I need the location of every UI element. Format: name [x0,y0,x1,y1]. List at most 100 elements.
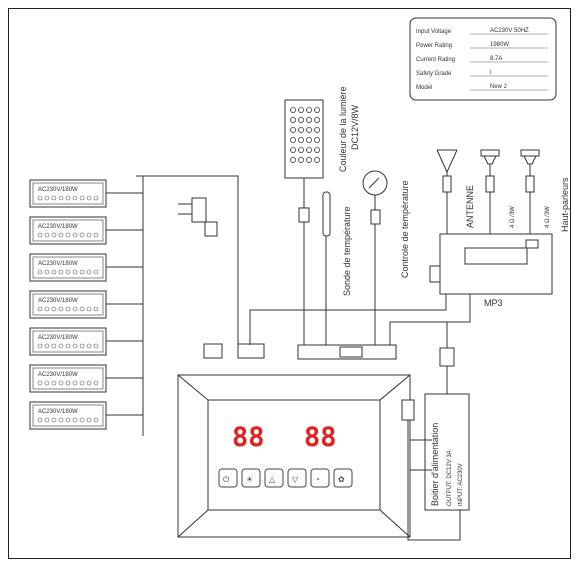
light-icon: ☀ [246,475,253,484]
heater-box [29,327,107,356]
heater-element [58,232,64,238]
led-dot [313,136,320,143]
psu-output: OUTPUT: DC12V 3A [447,450,453,506]
led-dot [305,107,312,114]
mp3-bus-wire [389,294,471,345]
heater-element [86,343,92,349]
up-icon: △ [269,475,276,484]
key-power-icon[interactable]: ⏻ [218,468,238,488]
led-dot [313,146,320,153]
down-icon: ▽ [292,475,299,484]
diagram-border [8,8,571,559]
heater-element [79,306,85,312]
led-dot [313,156,320,163]
heater-element [58,417,64,423]
heater-element [37,380,43,386]
control-panel-outer [177,374,411,538]
antenna-connector [442,175,452,193]
heater-element [65,306,71,312]
heater-element [86,269,92,275]
heater-element [37,195,43,201]
psu-input: INPUT: AC230V [458,463,464,506]
display-right: 88 [304,422,337,453]
heater-inner [32,293,104,316]
speaker-1-connector [485,175,495,193]
rating-value: 8.7A [490,56,502,62]
heater-element [86,232,92,238]
speaker-2-cone [523,155,537,165]
key-up-icon[interactable]: △ [264,468,284,488]
temp-probe-label: Sonde de température [342,206,352,296]
heater-element [51,306,57,312]
heater-6: AC230V/180W [29,364,143,393]
led-dot [297,117,304,124]
led-dot [313,107,320,114]
panel-psu-link [410,439,432,471]
heater-element [72,343,78,349]
heater-element [65,343,71,349]
heater-1: AC230V/180W [29,179,143,208]
led-dot [313,127,320,134]
heater-element [37,417,43,423]
heater-element [86,306,92,312]
heater-spec: AC230V/180W [38,261,78,267]
rating-value: I [490,70,492,76]
heater-element [72,306,78,312]
heater-element [65,195,71,201]
heater-spec: AC230V/180W [38,298,78,304]
heater-box [29,216,107,245]
plug-pins [178,203,192,215]
panel-bevel [177,374,411,538]
plug-cable-grip [204,221,218,237]
speaker-1-top [480,149,500,157]
heater-element [58,343,64,349]
key-down-icon[interactable]: ▽ [287,468,307,488]
key-frame [287,468,307,488]
heater-element [51,232,57,238]
heater-element [79,195,85,201]
key-frame [333,468,353,488]
heater-element [37,269,43,275]
heater-element [65,417,71,423]
led-dot [297,146,304,153]
heater-element [44,343,50,349]
heater-element [72,232,78,238]
key-timer-icon[interactable]: ◔ [310,468,330,488]
heater-element [65,380,71,386]
led-dot [289,146,296,153]
led-dot-grid [289,107,320,163]
small-connector-1 [203,343,223,359]
heater-2: AC230V/180W [29,216,143,245]
heater-element [58,380,64,386]
heater-inner [32,219,104,242]
heater-element [86,195,92,201]
led-dot [305,156,312,163]
key-fan-icon[interactable]: ✿ [333,468,353,488]
heater-element [51,417,57,423]
heater-7: AC230V/180W [29,401,143,430]
heater-element [58,195,64,201]
terminal-strip [297,344,397,360]
mp3-label: MP3 [484,298,503,308]
led-dot [297,156,304,163]
heater-element [51,380,57,386]
heater-element [44,380,50,386]
psu-title: Boitier d'alimentation [430,423,440,506]
mp3-module [439,233,553,295]
heater-box [29,290,107,319]
led-dot [289,136,296,143]
rating-value: New 2 [490,84,508,90]
heater-spec: AC230V/180W [38,224,78,230]
led-dot [305,127,312,134]
key-light-icon[interactable]: ☀ [241,468,261,488]
heater-element [51,195,57,201]
antenna-label: ANTENNE [465,185,475,228]
heater-spec: AC230V/180W [38,372,78,378]
heater-spec: AC230V/180W [38,409,78,415]
rating-label: Input Voltage [416,29,452,35]
heater-element [72,417,78,423]
control-panel-inner [207,399,381,511]
heater-spec: AC230V/180W [38,335,78,341]
temp-control-label: Controle de température [400,180,410,278]
